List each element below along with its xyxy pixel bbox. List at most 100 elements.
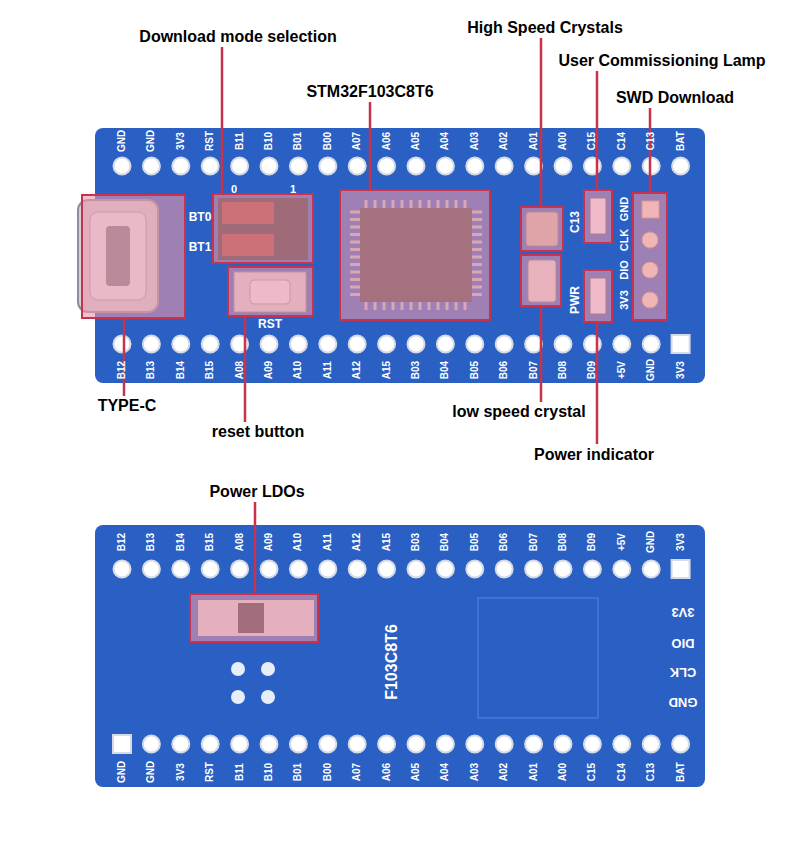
pin-label: 3V3 bbox=[676, 361, 686, 379]
pin-label: B01 bbox=[293, 132, 303, 150]
pin-label: 3V3 bbox=[176, 132, 186, 150]
pin-hole bbox=[613, 336, 630, 353]
pin-label: RST bbox=[205, 131, 215, 151]
pin-hole bbox=[143, 561, 160, 578]
pin-label: B15 bbox=[205, 361, 215, 379]
leader-line bbox=[123, 318, 126, 396]
pin-hole bbox=[114, 336, 131, 353]
highlight-box bbox=[213, 194, 313, 263]
pin-label: B14 bbox=[176, 361, 186, 379]
pin-hole bbox=[202, 736, 219, 753]
pin-label: B08 bbox=[558, 361, 568, 379]
silkscreen-label: 3V3 bbox=[619, 290, 630, 310]
pin-label: A06 bbox=[382, 763, 392, 781]
pin-label: B13 bbox=[146, 533, 156, 551]
pin-hole bbox=[466, 158, 483, 175]
silkscreen-label: GND bbox=[669, 696, 698, 709]
pin-hole bbox=[261, 336, 278, 353]
leader-lines bbox=[124, 38, 650, 594]
pin-hole bbox=[231, 736, 248, 753]
highlight-box bbox=[521, 207, 563, 251]
pin-label: B15 bbox=[205, 533, 215, 551]
pin-hole bbox=[290, 336, 307, 353]
callout-label: TYPE-C bbox=[98, 398, 157, 414]
pin-label: C13 bbox=[646, 132, 656, 150]
pin-hole bbox=[349, 336, 366, 353]
pin-hole bbox=[349, 736, 366, 753]
pin-label: B03 bbox=[411, 361, 421, 379]
pin-label: B05 bbox=[470, 533, 480, 551]
pin-hole bbox=[319, 561, 336, 578]
pin-label: B07 bbox=[529, 361, 539, 379]
pin-label: B11 bbox=[235, 132, 245, 150]
silkscreen-label: RST bbox=[258, 318, 282, 330]
pin-label: C15 bbox=[587, 132, 597, 150]
pin-hole bbox=[437, 158, 454, 175]
callout-label: Power indicator bbox=[534, 447, 654, 463]
pin-hole bbox=[672, 560, 690, 578]
pin-hole bbox=[496, 158, 513, 175]
pin-hole bbox=[261, 561, 278, 578]
pin-hole bbox=[613, 158, 630, 175]
pin-hole bbox=[172, 158, 189, 175]
pin-hole bbox=[555, 561, 572, 578]
pin-hole bbox=[113, 735, 131, 753]
callout-label: reset button bbox=[212, 424, 304, 440]
pin-hole bbox=[261, 158, 278, 175]
pin-hole bbox=[114, 158, 131, 175]
silkscreen-label: CLK bbox=[670, 666, 697, 679]
pin-hole bbox=[290, 561, 307, 578]
pin-hole bbox=[437, 736, 454, 753]
pin-label: 3V3 bbox=[676, 533, 686, 551]
silkscreen-label: C13 bbox=[569, 211, 581, 233]
highlight-box bbox=[82, 195, 185, 318]
pin-label: GND bbox=[646, 531, 656, 553]
silkscreen-label: PWR bbox=[569, 286, 581, 314]
pin-label: B04 bbox=[440, 361, 450, 379]
pin-label: B07 bbox=[529, 533, 539, 551]
pin-hole bbox=[643, 336, 660, 353]
pin-hole bbox=[466, 336, 483, 353]
pin-hole bbox=[555, 158, 572, 175]
silkscreen-label: DIO bbox=[671, 637, 694, 650]
pin-label: C15 bbox=[587, 763, 597, 781]
pin-label: B12 bbox=[117, 361, 127, 379]
leader-line bbox=[596, 71, 599, 190]
pin-label: A03 bbox=[470, 132, 480, 150]
chip-footprint bbox=[478, 598, 598, 718]
leader-line bbox=[221, 47, 224, 194]
pin-hole bbox=[378, 736, 395, 753]
highlight-box bbox=[521, 255, 561, 306]
board-bottom bbox=[95, 525, 705, 787]
pin-label: A04 bbox=[440, 132, 450, 150]
pin-hole bbox=[584, 736, 601, 753]
highlight-box bbox=[584, 190, 612, 243]
highlight-box bbox=[633, 193, 667, 320]
pin-label: A10 bbox=[293, 361, 303, 379]
pin-label: B14 bbox=[176, 533, 186, 551]
leader-line bbox=[254, 502, 257, 594]
leader-line bbox=[369, 102, 372, 190]
callout-label: SWD Download bbox=[616, 90, 734, 106]
pin-label: A11 bbox=[323, 533, 333, 551]
pin-hole bbox=[378, 158, 395, 175]
via bbox=[231, 662, 245, 676]
callout-label: low speed crystal bbox=[452, 404, 585, 420]
pin-hole bbox=[290, 158, 307, 175]
pin-hole bbox=[231, 561, 248, 578]
pin-hole bbox=[525, 158, 542, 175]
via bbox=[261, 690, 275, 704]
pin-label: B13 bbox=[146, 361, 156, 379]
pin-label: C14 bbox=[617, 132, 627, 150]
pin-label: A09 bbox=[264, 533, 274, 551]
pin-hole bbox=[437, 336, 454, 353]
pin-label: A12 bbox=[352, 361, 362, 379]
highlight-box bbox=[190, 594, 318, 642]
pin-hole bbox=[172, 736, 189, 753]
pin-hole bbox=[584, 336, 601, 353]
pin-hole bbox=[408, 736, 425, 753]
pin-hole bbox=[672, 335, 690, 353]
pin-hole bbox=[319, 158, 336, 175]
pin-label: GND bbox=[117, 761, 127, 783]
